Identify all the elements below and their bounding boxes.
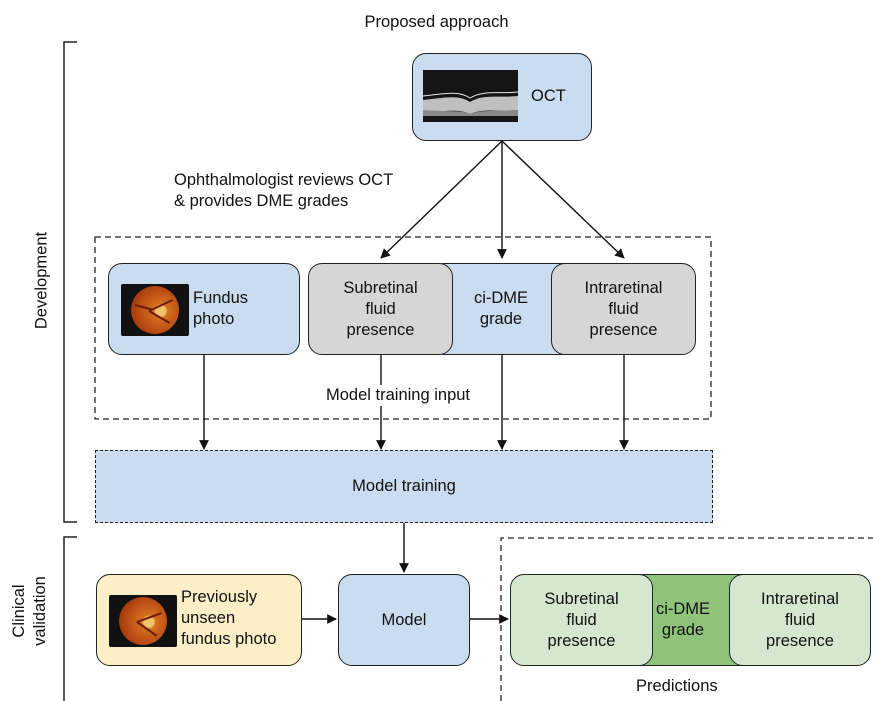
prediction-intraretinal-node: Intraretinal fluid presence: [729, 574, 871, 666]
development-side-label: Development: [32, 231, 51, 330]
oct-node: OCT: [412, 53, 592, 141]
cidme-grade-label: ci-DME grade: [473, 289, 529, 328]
unseen-fundus-image: [109, 595, 177, 647]
predictions-region: [500, 537, 873, 701]
oct-scan-graphic: [423, 91, 518, 116]
oct-label: OCT: [531, 87, 566, 105]
oct-scan-image: [423, 70, 518, 122]
prediction-subretinal-label: Subretinal fluid presence: [544, 589, 619, 650]
model-label: Model: [381, 610, 427, 629]
fundus-photo-label: Fundus photo: [193, 289, 249, 328]
predictions-caption: Predictions: [636, 677, 718, 695]
training-input-caption: Model training input: [326, 385, 471, 406]
review-note: Ophthalmologist reviews OCT & provides D…: [174, 171, 394, 210]
model-training-label: Model training: [352, 477, 456, 495]
unseen-fundus-node: Previously unseen fundus photo: [96, 574, 302, 666]
prediction-cidme-label: ci-DME grade: [655, 600, 711, 639]
subretinal-fluid-label: Subretinal fluid presence: [343, 278, 418, 339]
fundus-photo-node: Fundus photo: [108, 263, 300, 355]
prediction-intraretinal-label: Intraretinal fluid presence: [761, 589, 839, 650]
model-training-node: Model training: [95, 450, 713, 523]
development-bracket: [63, 41, 77, 523]
prediction-subretinal-node: Subretinal fluid presence: [510, 574, 653, 666]
model-node: Model: [338, 574, 470, 666]
fundus-photo-image: [121, 284, 189, 336]
intraretinal-fluid-label: Intraretinal fluid presence: [584, 278, 663, 339]
subretinal-fluid-node: Subretinal fluid presence: [308, 263, 453, 355]
training-input-region: [94, 236, 712, 420]
diagram-title: Proposed approach: [364, 13, 509, 31]
arrow-oct-to-intraretinal: [501, 140, 625, 259]
intraretinal-fluid-node: Intraretinal fluid presence: [551, 263, 696, 355]
unseen-fundus-label: Previously unseen fundus photo: [181, 588, 277, 648]
clinical-bracket: [63, 536, 77, 701]
arrow-oct-to-subretinal: [380, 140, 503, 259]
clinical-validation-side-label: Clinical validation: [10, 576, 49, 646]
